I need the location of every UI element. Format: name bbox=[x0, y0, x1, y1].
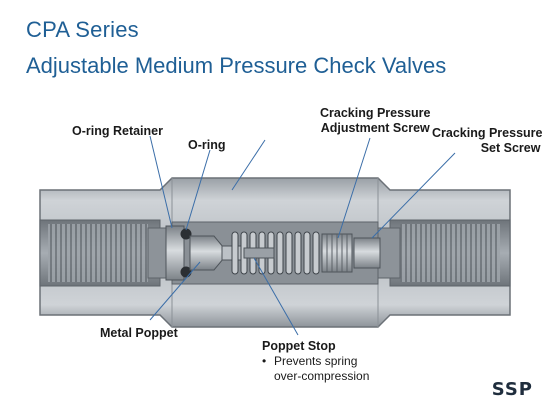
cracking-pressure-set-label: Cracking Pressure Set Screw bbox=[432, 126, 542, 156]
poppet-stop-label: Poppet Stop bbox=[262, 339, 336, 353]
ssp-logo: SSP bbox=[491, 379, 533, 400]
diagram-title: CPA Series bbox=[26, 17, 139, 42]
poppet-stop-bullet: • Prevents spring over-compression bbox=[262, 354, 369, 384]
left-threaded-port bbox=[39, 219, 173, 287]
poppet-stop-bullet-line1: Prevents spring bbox=[274, 354, 358, 368]
cracking-adjust-line1: Cracking Pressure bbox=[320, 106, 431, 120]
oring-top-part bbox=[180, 228, 192, 240]
right-threaded-port bbox=[377, 219, 511, 287]
diagram-subtitle: Adjustable Medium Pressure Check Valves bbox=[26, 53, 447, 78]
oring-retainer-label: O-ring Retainer bbox=[72, 124, 163, 138]
oring-label: O-ring bbox=[188, 138, 226, 152]
cracking-set-line1: Cracking Pressure bbox=[432, 126, 543, 140]
cracking-set-line2: Set Screw bbox=[480, 141, 541, 155]
metal-poppet-label: Metal Poppet bbox=[100, 326, 178, 340]
set-screw-part bbox=[353, 237, 381, 269]
cracking-adjust-line2: Adjustment Screw bbox=[320, 121, 430, 135]
bullet-dot-icon: • bbox=[262, 354, 267, 368]
metal-poppet-part bbox=[189, 235, 229, 271]
oring-retainer-part bbox=[165, 225, 185, 281]
poppet-stop-part bbox=[243, 247, 275, 259]
cracking-pressure-adjustment-label: Cracking Pressure Adjustment Screw bbox=[320, 106, 430, 136]
poppet-stop-bullet-line2: over-compression bbox=[274, 369, 370, 383]
leader-lines bbox=[149, 135, 456, 336]
